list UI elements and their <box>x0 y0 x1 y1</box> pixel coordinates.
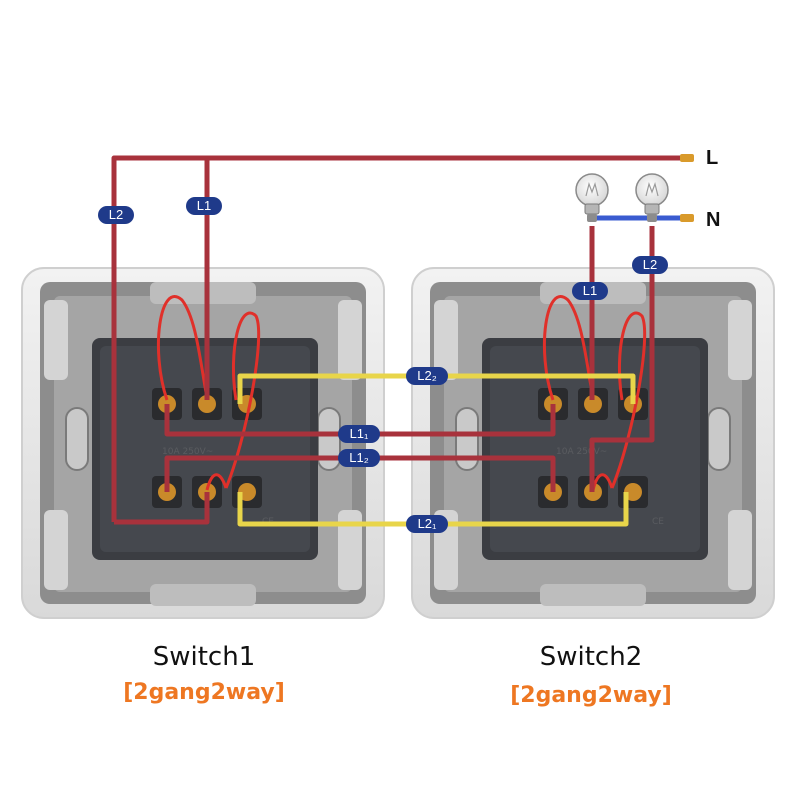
line-wire-main <box>111 155 690 522</box>
badge-l22: L2₂ <box>406 367 448 385</box>
badge-l21: L2₁ <box>406 515 448 533</box>
switch2-jumper-top-left <box>543 295 595 401</box>
svg-text:L2: L2 <box>643 257 657 272</box>
svg-text:L2: L2 <box>109 207 123 222</box>
svg-text:L1: L1 <box>197 198 211 213</box>
switch2-title: Switch2 <box>539 642 643 672</box>
line-wire-l2-return <box>114 492 210 525</box>
badge-l1-right: L1 <box>572 282 608 300</box>
svg-text:L2₁: L2₁ <box>418 516 437 531</box>
badge-l1-left: L1 <box>186 197 222 215</box>
svg-text:10A 250V~: 10A 250V~ <box>162 447 213 457</box>
supply-l-label: L <box>706 147 718 169</box>
lamp2-feed-wire <box>589 226 655 492</box>
svg-text:L2₂: L2₂ <box>417 368 437 383</box>
supply-n-label: N <box>706 209 720 231</box>
switch1-jumper-bottom <box>205 473 228 491</box>
switch1-device: 10A 250V~ CE <box>21 267 385 619</box>
badge-l2-left: L2 <box>98 206 134 224</box>
lamp1-icon <box>575 173 609 222</box>
lamp2-icon <box>635 173 669 222</box>
svg-text:L1₁: L1₁ <box>350 426 369 441</box>
line-terminal-tip <box>680 154 694 162</box>
neutral-terminal-tip <box>680 214 694 222</box>
badge-l11: L1₁ <box>338 425 380 443</box>
svg-text:10A 250V~: 10A 250V~ <box>556 447 607 457</box>
svg-text:L1: L1 <box>583 283 597 298</box>
svg-text:CE: CE <box>652 517 664 527</box>
switch1-jumper-top-left <box>157 295 209 401</box>
badge-l12: L1₂ <box>338 449 380 467</box>
switch2-jumper-top-right <box>610 311 647 489</box>
switch1-title: Switch1 <box>152 642 256 672</box>
svg-text:L1₂: L1₂ <box>349 450 369 465</box>
switch2-subtitle: [2gang2way] <box>510 683 672 708</box>
switch1-subtitle: [2gang2way] <box>123 680 285 705</box>
badge-l2-right: L2 <box>632 256 668 274</box>
